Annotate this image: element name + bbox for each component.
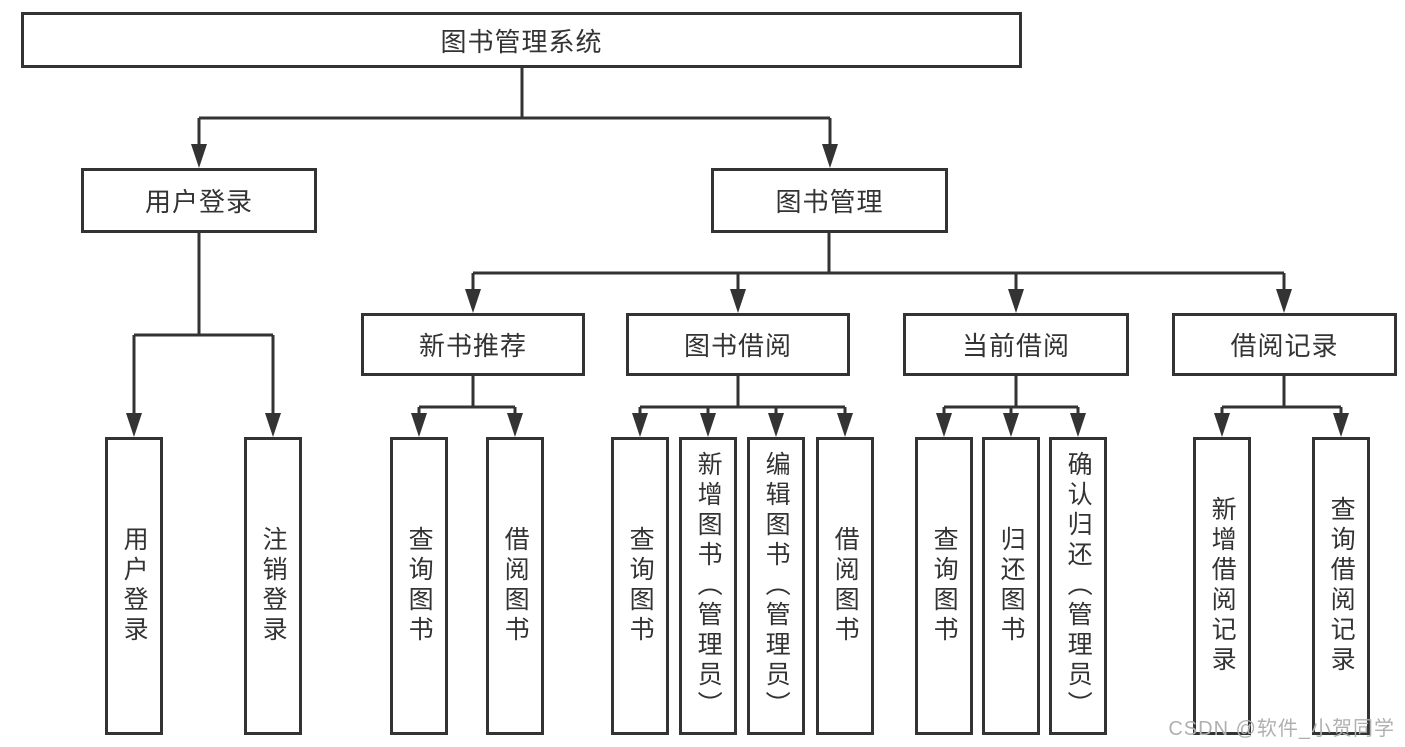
leaf-records-query-borrow-record: 查询借阅记录 [1312,437,1370,735]
leaf-logout-login: 注销登录 [244,437,302,735]
leaf-user-login: 用户登录 [105,437,163,735]
leaf-borrow-add-books-admin: 新增图书（管理员） [679,437,737,735]
connector-borrow-records-to-leaves [1214,376,1349,437]
node-current-borrow: 当前借阅 [903,313,1129,376]
leaf-newbook-query-books: 查询图书 [390,437,448,735]
leaf-current-return-books: 归还图书 [982,437,1040,735]
connector-new-book-to-leaves [411,376,523,437]
node-root-system: 图书管理系统 [21,12,1022,68]
connector-book-borrow-to-leaves [632,376,853,437]
leaf-newbook-borrow-books: 借阅图书 [486,437,544,735]
node-user-login: 用户登录 [81,168,317,233]
leaf-borrow-query-books: 查询图书 [611,437,669,735]
node-borrow-records: 借阅记录 [1172,313,1397,376]
leaf-records-add-borrow-record: 新增借阅记录 [1193,437,1251,735]
leaf-borrow-edit-books-admin: 编辑图书（管理员） [747,437,805,735]
node-new-book-recommend: 新书推荐 [361,313,585,376]
node-book-borrow: 图书借阅 [626,313,850,376]
node-book-management: 图书管理 [711,168,948,233]
connector-root-to-level2 [191,68,838,168]
leaf-current-confirm-return-admin: 确认归还（管理员） [1049,437,1107,735]
leaf-current-query-books: 查询图书 [915,437,973,735]
leaf-borrow-borrow-books: 借阅图书 [816,437,874,735]
connector-user-login-to-leaves [126,233,281,437]
connector-book-management-to-level3 [465,233,1292,313]
csdn-watermark: CSDN @软件_小贺同学 [1168,718,1395,740]
connector-current-borrow-to-leaves [936,376,1086,437]
